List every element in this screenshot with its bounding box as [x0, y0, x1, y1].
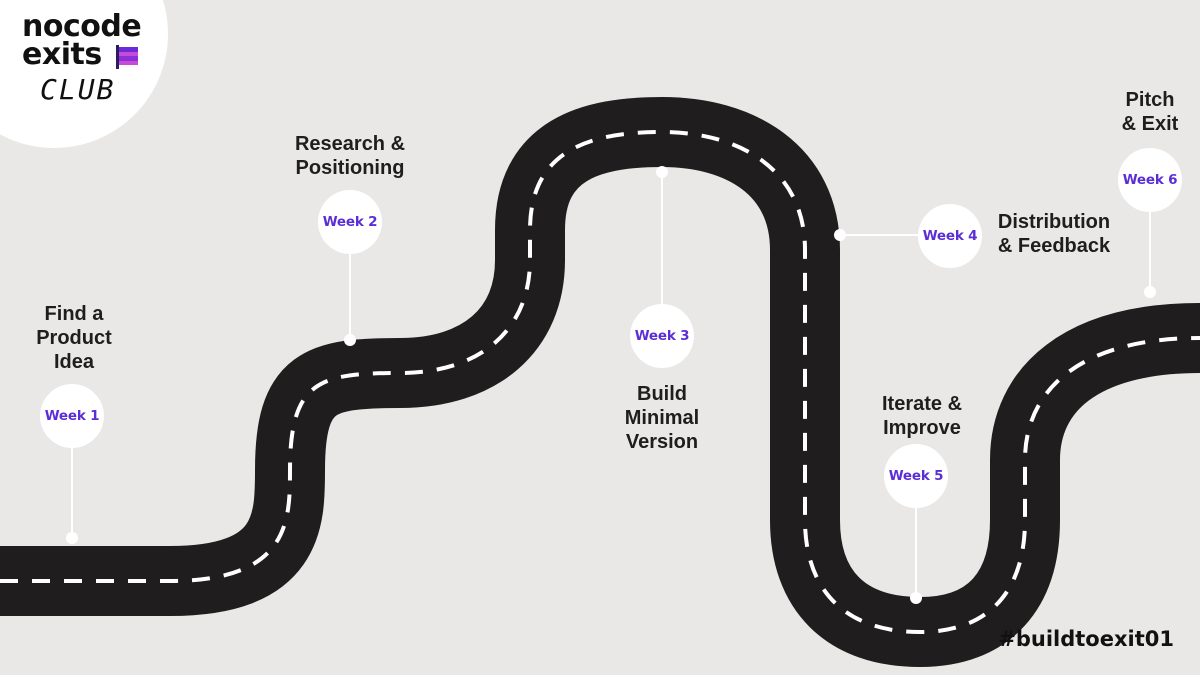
connector-week-4 [834, 229, 918, 241]
logo-line-2: exits [22, 37, 102, 72]
connector-week-6 [1144, 212, 1156, 298]
logo: nocode exits CLUB [0, 0, 168, 148]
milestone-badge-week-2: Week 2 [318, 190, 382, 254]
milestone-badge-week-1: Week 1 [40, 384, 104, 448]
hashtag: #buildtoexit01 [998, 627, 1174, 651]
milestone-title-week-3: Build Minimal Version [624, 383, 700, 453]
road-lane-markings [0, 129, 1200, 635]
road-surface [0, 96, 1200, 668]
milestone-title-week-6: Pitch & Exit [1121, 89, 1179, 135]
milestone-badge-week-4: Week 4 [918, 204, 982, 268]
milestone-badge-week-5: Week 5 [884, 444, 948, 508]
logo-line-1: nocode [22, 9, 142, 44]
connector-week-3 [656, 166, 668, 304]
milestone-title-week-2: Research & Positioning [294, 133, 406, 179]
milestone-badge-week-3: Week 3 [630, 304, 694, 368]
logo-line-3: CLUB [40, 73, 116, 106]
flag-icon [116, 45, 138, 69]
milestone-badge-week-6: Week 6 [1118, 148, 1182, 212]
connector-week-5 [910, 508, 922, 604]
connector-week-2 [344, 253, 356, 346]
milestone-title-week-5: Iterate & Improve [881, 393, 963, 439]
connector-week-1 [66, 447, 78, 544]
milestone-title-week-4: Distribution & Feedback [997, 211, 1111, 257]
milestone-title-week-1: Find a Product Idea [36, 303, 112, 373]
